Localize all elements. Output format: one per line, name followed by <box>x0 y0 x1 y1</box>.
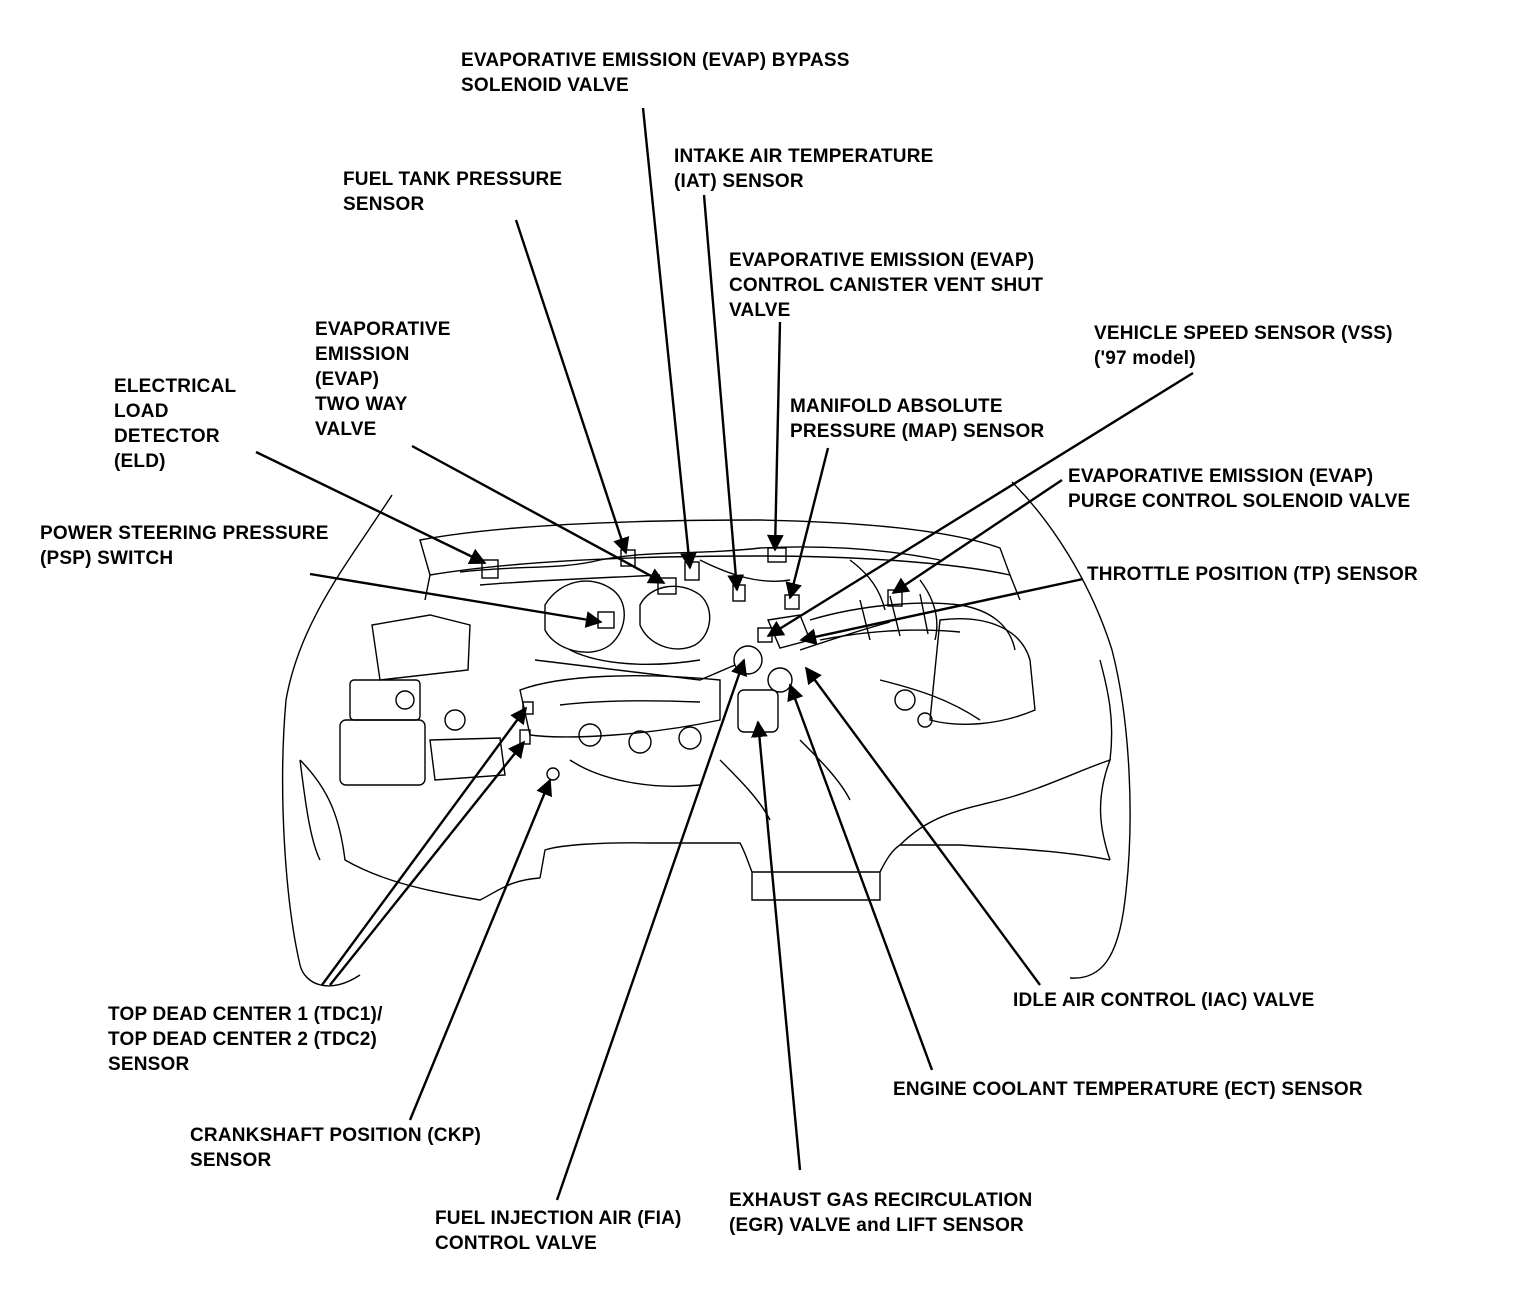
label-evap-bypass-solenoid-valve: EVAPORATIVE EMISSION (EVAP) BYPASS SOLEN… <box>461 50 850 96</box>
leader-tp <box>799 577 1084 646</box>
label-vehicle-speed-sensor: VEHICLE SPEED SENSOR (VSS) ('97 model) <box>1094 323 1393 369</box>
label-ckp-sensor: CRANKSHAFT POSITION (CKP) SENSOR <box>190 1125 482 1171</box>
leader-ckp <box>408 778 553 1121</box>
label-evap-purge-control-solenoid-valve: EVAPORATIVE EMISSION (EVAP) PURGE CONTRO… <box>1068 466 1411 512</box>
leader-vss <box>766 371 1194 638</box>
label-throttle-position-sensor: THROTTLE POSITION (TP) SENSOR <box>1087 564 1418 585</box>
label-fuel-tank-pressure-sensor: FUEL TANK PRESSURE SENSOR <box>343 169 563 215</box>
label-electrical-load-detector: ELECTRICAL LOAD DETECTOR (ELD) <box>114 376 237 472</box>
leader-evap-canister <box>766 321 784 552</box>
label-evap-two-way-valve: EVAPORATIVE EMISSION (EVAP) TWO WAY VALV… <box>315 319 451 440</box>
label-egr-valve-lift-sensor: EXHAUST GAS RECIRCULATION (EGR) VALVE an… <box>729 1190 1033 1236</box>
label-fia-control-valve: FUEL INJECTION AIR (FIA) CONTROL VALVE <box>435 1208 682 1254</box>
label-ect-sensor: ENGINE COOLANT TEMPERATURE (ECT) SENSOR <box>893 1079 1363 1100</box>
leader-evap-bypass <box>641 107 697 570</box>
label-iat-sensor: INTAKE AIR TEMPERATURE (IAT) SENSOR <box>674 146 934 192</box>
engine-bay-drawing <box>281 481 1131 987</box>
leader-iac <box>805 666 1041 986</box>
body-outline <box>281 494 393 987</box>
label-tdc-sensor: TOP DEAD CENTER 1 (TDC1)/ TOP DEAD CENTE… <box>108 1004 383 1075</box>
leader-egr <box>751 720 802 1171</box>
leader-map <box>785 447 830 600</box>
label-map-sensor: MANIFOLD ABSOLUTE PRESSURE (MAP) SENSOR <box>790 396 1045 442</box>
leader-psp <box>309 572 603 628</box>
leader-evap-two-way <box>411 444 666 585</box>
leader-lines <box>255 107 1194 1201</box>
leader-ect <box>787 683 934 1071</box>
label-iac-valve: IDLE AIR CONTROL (IAC) VALVE <box>1013 990 1315 1011</box>
leader-evap-purge <box>891 479 1063 594</box>
leader-tdc1 <box>321 706 527 986</box>
leader-fuel-tank <box>514 219 630 555</box>
leader-tdc2 <box>329 740 526 986</box>
label-evap-canister-vent-shut-valve: EVAPORATIVE EMISSION (EVAP) CONTROL CANI… <box>729 250 1044 321</box>
leader-iat <box>702 194 745 592</box>
body-outline-right <box>1011 481 1131 979</box>
label-psp-switch: POWER STEERING PRESSURE (PSP) SWITCH <box>40 523 329 569</box>
leader-fia <box>555 658 747 1201</box>
leader-eld <box>255 450 487 565</box>
